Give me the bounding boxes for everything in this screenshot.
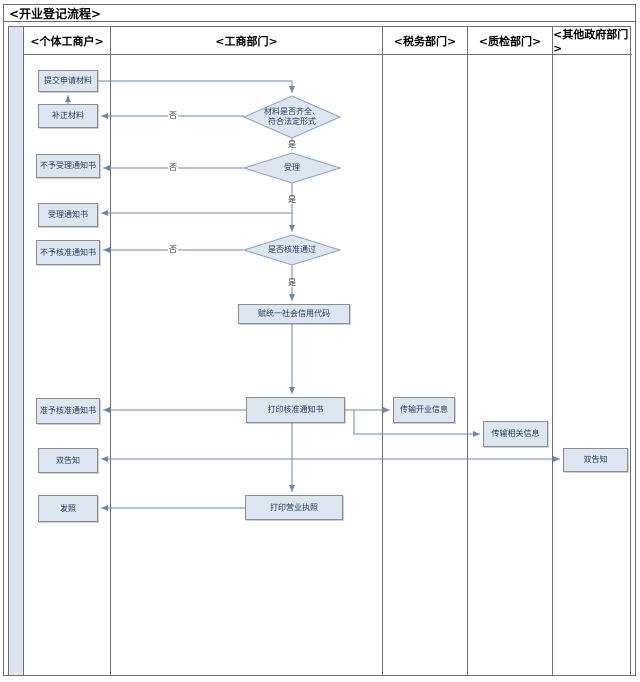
node-print-license: 打印营业执照: [245, 495, 343, 520]
node-accept-notice: 受理通知书: [38, 203, 98, 227]
edge-label-no: 否: [168, 245, 178, 254]
swimlane-margin-strip: [9, 27, 24, 675]
node-not-accept-notice: 不予受理通知书: [36, 154, 100, 178]
lane-header: <个体工商户>: [24, 27, 110, 55]
edge-label-no: 否: [168, 163, 178, 172]
node-credit-code: 赋统一社会信用代码: [238, 304, 350, 324]
node-dual-notify-right: 双告知: [563, 448, 628, 472]
lane-header: <税务部门>: [383, 27, 467, 55]
node-submit-materials: 提交申请材料: [38, 70, 98, 92]
node-transmit-opening-info: 传输开业信息: [393, 397, 455, 423]
swimlane-table: <个体工商户> <工商部门> <税务部门> <质检部门> <其他政府部门>: [8, 26, 632, 676]
lane-quality-inspection: <质检部门>: [468, 27, 553, 675]
lane-individual-business: <个体工商户>: [24, 27, 111, 675]
edge-label-yes: 是: [287, 140, 297, 149]
node-supplement-materials: 补正材料: [38, 104, 98, 128]
node-transmit-related-info: 传输相关信息: [483, 421, 548, 447]
lane-header: <其他政府部门>: [553, 27, 632, 55]
lane-other-government: <其他政府部门>: [553, 27, 632, 675]
lane-industry-commerce: <工商部门>: [111, 27, 383, 675]
lane-tax-department: <税务部门>: [383, 27, 468, 675]
diagram-title: <开业登记流程>: [9, 6, 102, 21]
diagram-title-bar: <开业登记流程>: [3, 4, 636, 22]
edge-label-no: 否: [168, 111, 178, 120]
lane-header: <质检部门>: [468, 27, 552, 55]
node-dual-notify-left: 双告知: [38, 448, 98, 473]
edge-label-yes: 是: [287, 195, 297, 204]
node-issue-license: 发照: [38, 495, 98, 522]
lane-header: <工商部门>: [111, 27, 382, 55]
node-not-approve-notice: 不予核准通知书: [36, 240, 100, 265]
node-print-approval: 打印核准通知书: [246, 397, 345, 423]
edge-label-yes: 是: [287, 278, 297, 287]
node-approve-notice: 准予核准通知书: [36, 398, 100, 424]
